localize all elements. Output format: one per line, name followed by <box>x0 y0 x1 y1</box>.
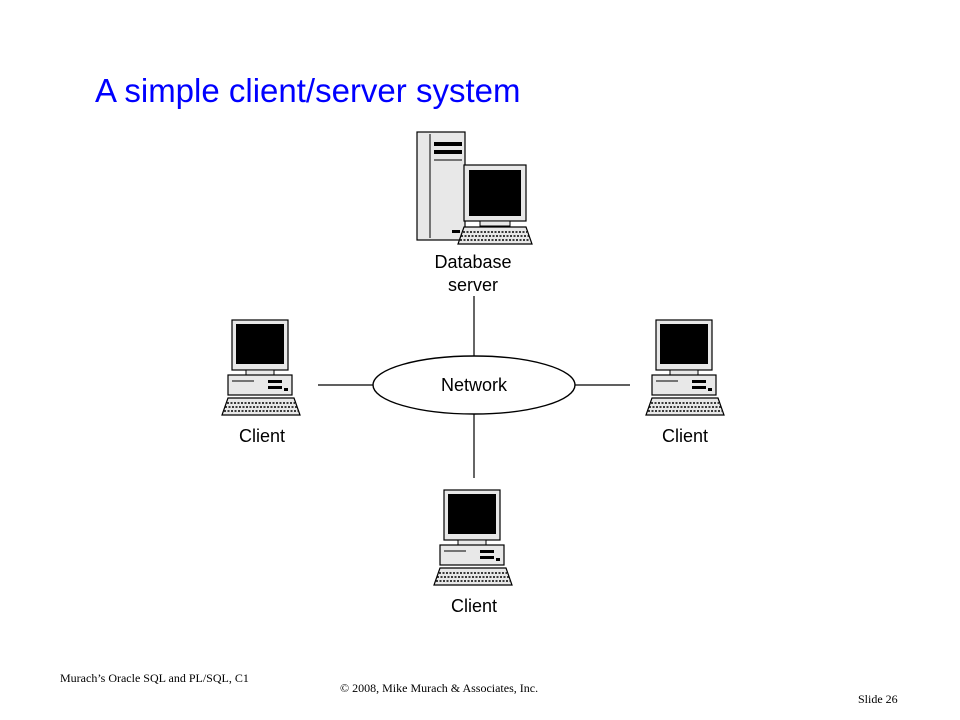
network-label: Network <box>440 375 507 395</box>
network-ellipse <box>372 355 576 415</box>
server-label: Database server <box>413 251 533 297</box>
client-left-label: Client <box>238 426 286 446</box>
database-server-icon <box>416 131 533 245</box>
footer-copyright: © 2008, Mike Murach & Associates, Inc. <box>340 681 539 695</box>
slide-title: A simple client/server system <box>95 72 521 109</box>
footer-slide-number: Slide 26 <box>858 692 898 706</box>
client-bottom-icon <box>433 489 513 586</box>
client-left-icon <box>221 319 301 416</box>
client-right-label: Client <box>661 426 709 446</box>
server-label-line2: server <box>447 275 498 295</box>
client-right-icon <box>645 319 725 416</box>
server-label-line1: Database <box>434 252 512 272</box>
client-bottom-label: Client <box>450 596 498 616</box>
footer-book-title: Murach’s Oracle SQL and PL/SQL, C1 <box>60 671 249 685</box>
